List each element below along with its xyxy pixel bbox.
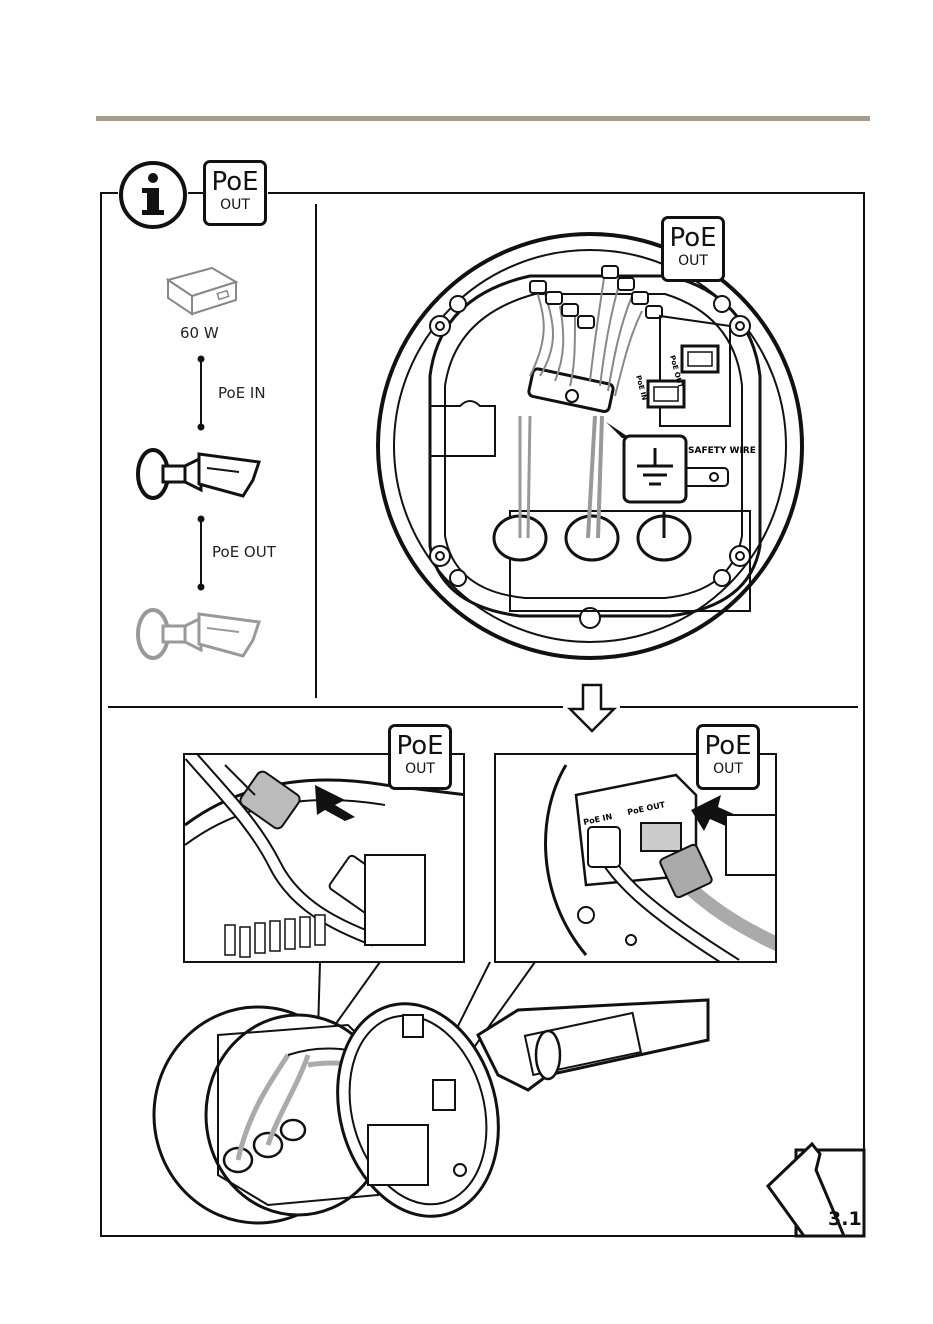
poe-out-badge-housing: PoE OUT	[661, 216, 725, 282]
frame-left	[100, 192, 102, 1236]
frame-right	[863, 192, 865, 1152]
info-connector	[188, 192, 204, 194]
frame-horizontal-divider-left	[108, 706, 563, 708]
frame-top-left	[100, 192, 118, 194]
poe-out-badge-detail-right: PoE OUT	[696, 724, 760, 790]
housing-top-view: PoE OUT PoE IN SAFETY WIRE	[370, 226, 810, 666]
power-label: 60 W	[180, 324, 219, 342]
info-icon	[118, 160, 188, 230]
frame-bottom	[100, 1235, 800, 1237]
chain-link-2	[196, 515, 206, 591]
down-arrow-icon	[566, 683, 618, 735]
badge-line1: PoE	[699, 731, 757, 761]
assembly-illustration	[148, 995, 708, 1225]
link1-label: PoE IN	[218, 384, 266, 402]
badge-line2: OUT	[699, 761, 757, 777]
camera-icon-secondary	[135, 604, 265, 664]
page-number: 3.1	[828, 1208, 862, 1230]
badge-line1: PoE	[206, 167, 264, 197]
badge-line1: PoE	[664, 223, 722, 253]
poe-out-badge-main: PoE OUT	[203, 160, 267, 226]
frame-vertical-divider	[315, 204, 317, 698]
chain-link-1	[196, 355, 206, 431]
camera-icon	[135, 444, 265, 504]
poe-out-badge-detail-left: PoE OUT	[388, 724, 452, 790]
ground-symbol-icon	[604, 420, 690, 506]
power-injector-icon	[160, 262, 240, 320]
header-bar	[96, 116, 870, 121]
link2-label: PoE OUT	[212, 543, 276, 561]
badge-line2: OUT	[664, 253, 722, 269]
badge-line2: OUT	[391, 761, 449, 777]
badge-line1: PoE	[391, 731, 449, 761]
badge-line2: OUT	[206, 197, 264, 213]
safety-wire-label: SAFETY WIRE	[688, 446, 756, 456]
frame-horizontal-divider-right	[620, 706, 858, 708]
frame-top-right	[268, 192, 864, 194]
